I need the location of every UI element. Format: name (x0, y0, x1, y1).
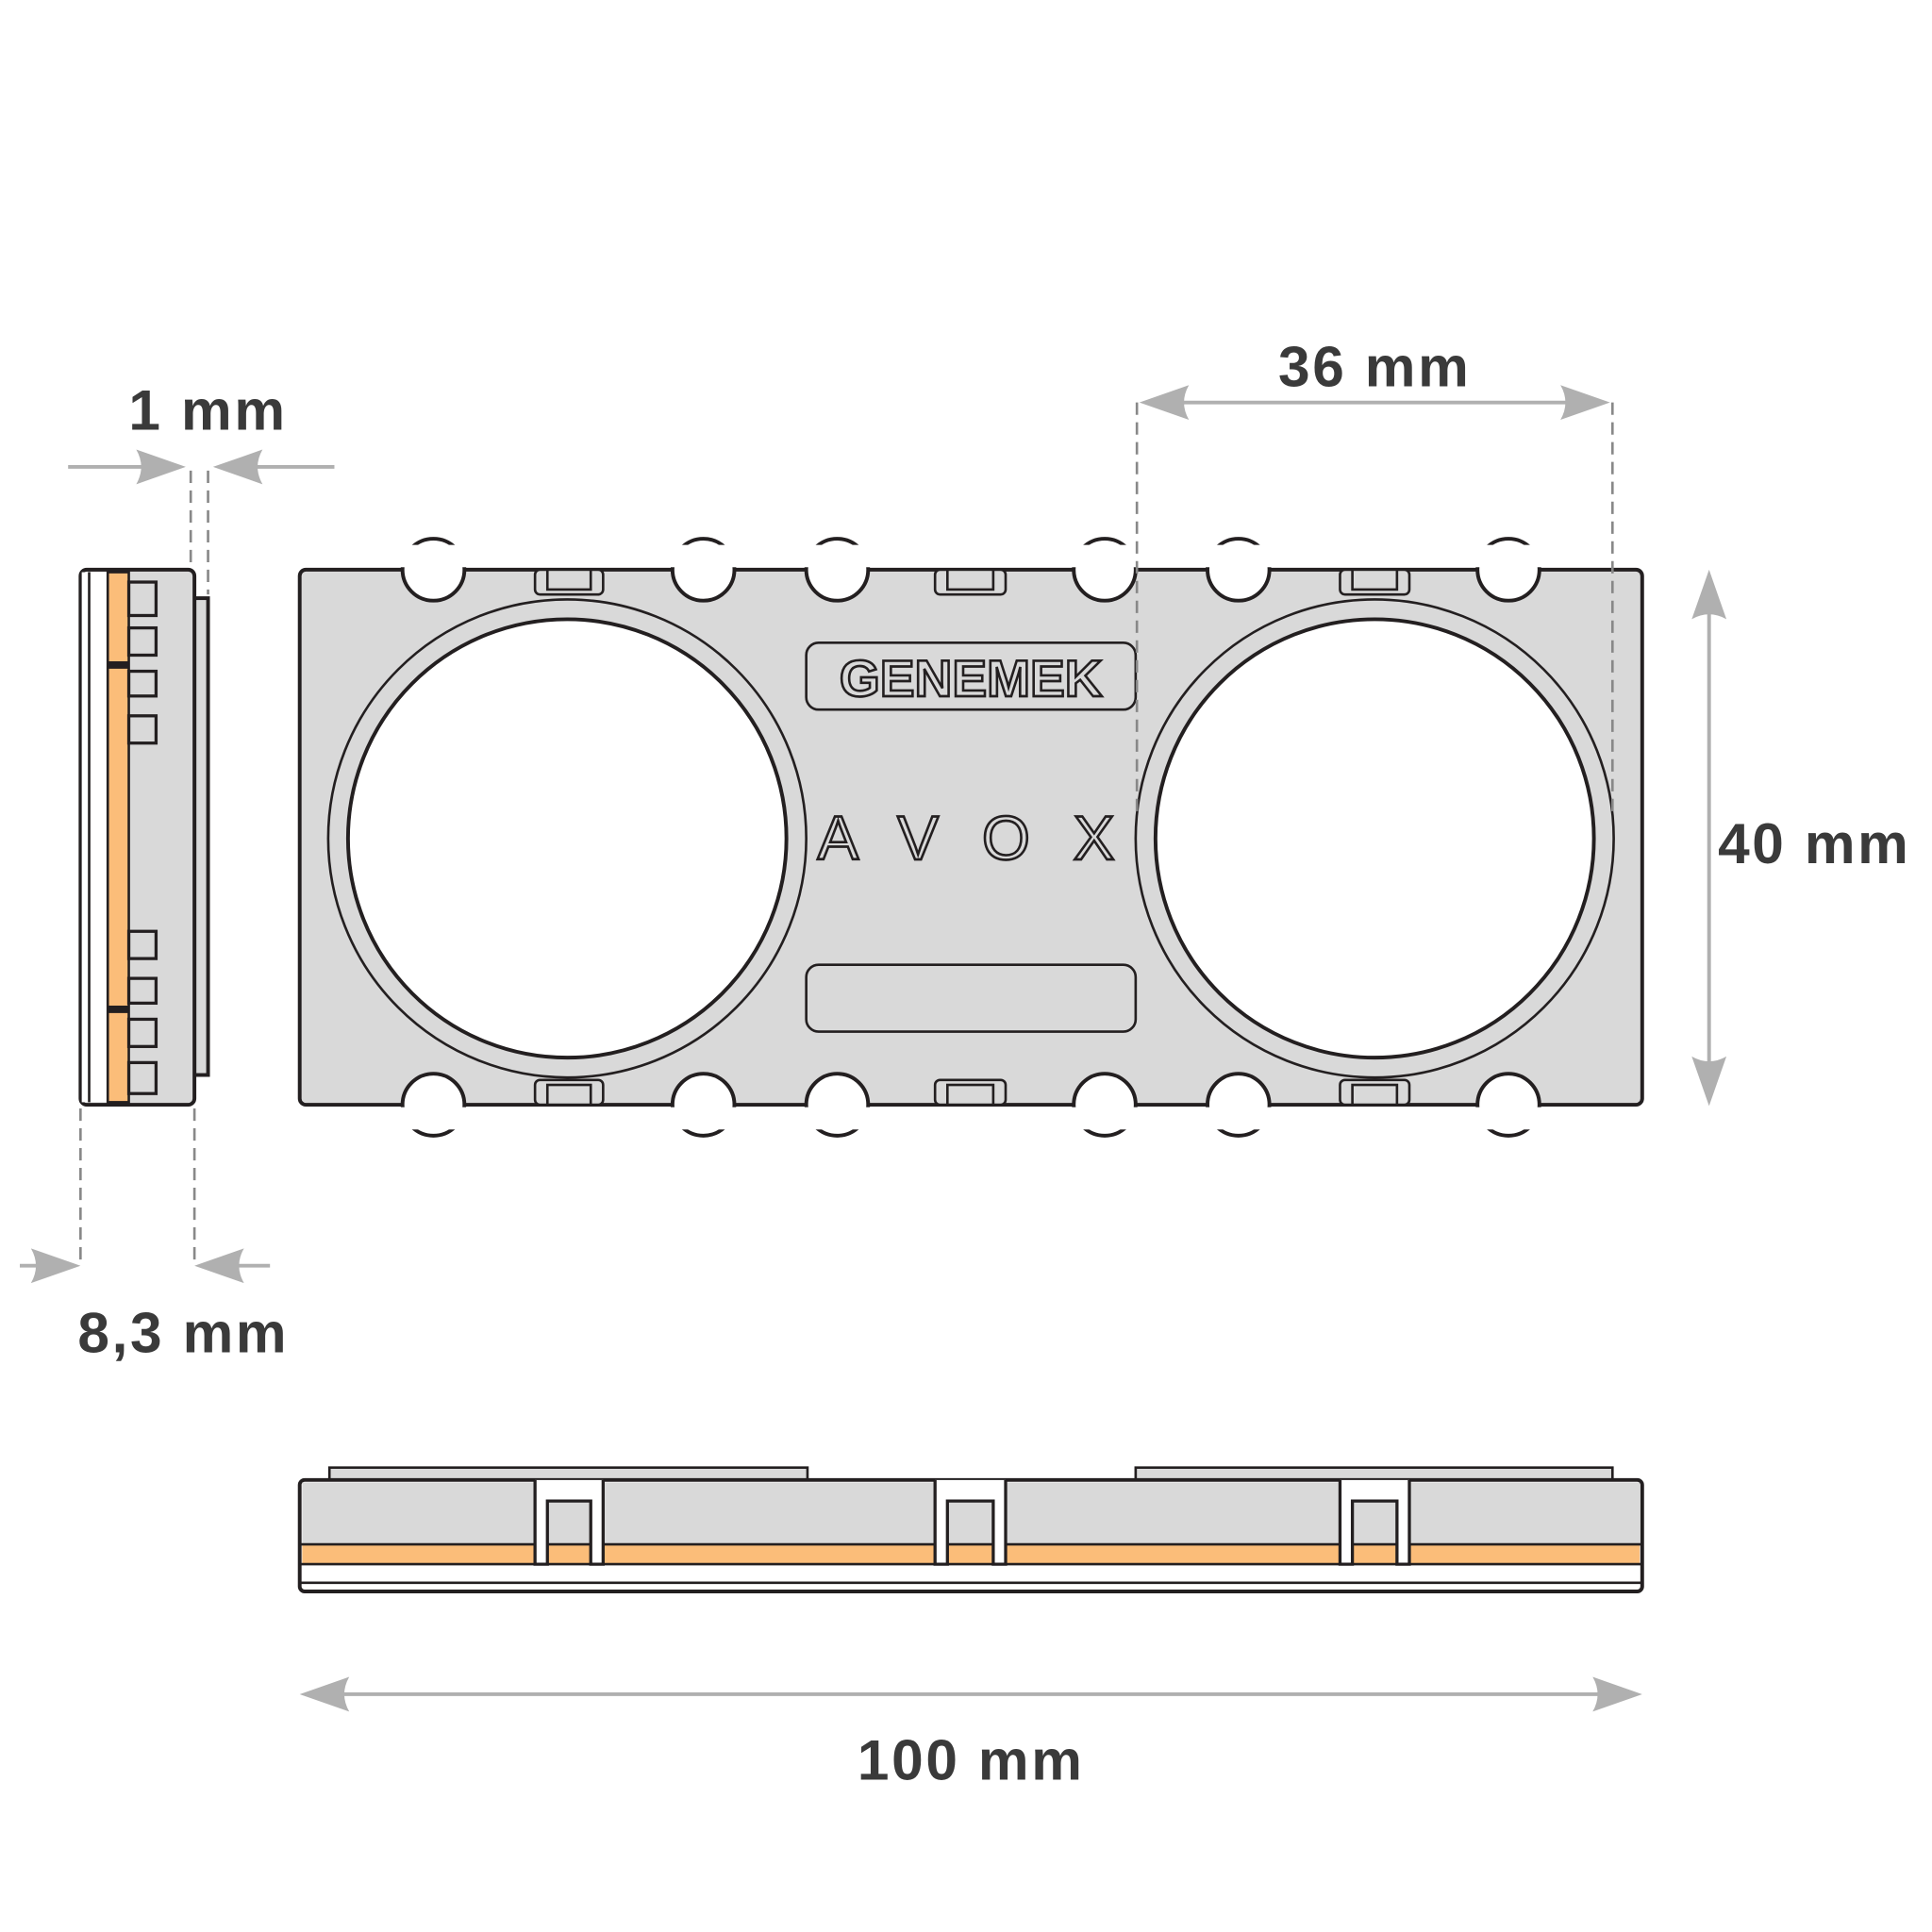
dimension-label: 8,3 mm (77, 1301, 289, 1365)
fan-ring-left (326, 598, 808, 1079)
dimension-40mm: 40 mm (1691, 569, 1910, 1107)
dimension-label: 1 mm (128, 378, 287, 442)
logo-plate (805, 641, 1138, 711)
genemek-logo: GENEMEK (840, 649, 1103, 708)
dimension-label: 100 mm (858, 1728, 1085, 1792)
dimension-8-3mm: 8,3 mm (20, 1108, 289, 1365)
dimension-100mm: 100 mm (299, 1676, 1642, 1792)
side-view (78, 567, 210, 1108)
dimension-36mm: 36 mm (1135, 335, 1614, 818)
fan-ring-right (1134, 598, 1615, 1079)
bottom-view (297, 1466, 1644, 1593)
dimension-1mm: 1 mm (68, 378, 335, 595)
dimension-label: 40 mm (1718, 811, 1910, 875)
blank-label-area (805, 963, 1138, 1033)
dimension-label: 36 mm (1278, 335, 1471, 399)
mounting-tabs (533, 568, 1411, 1107)
front-view: GENEMEK AVOX (284, 537, 1660, 1138)
